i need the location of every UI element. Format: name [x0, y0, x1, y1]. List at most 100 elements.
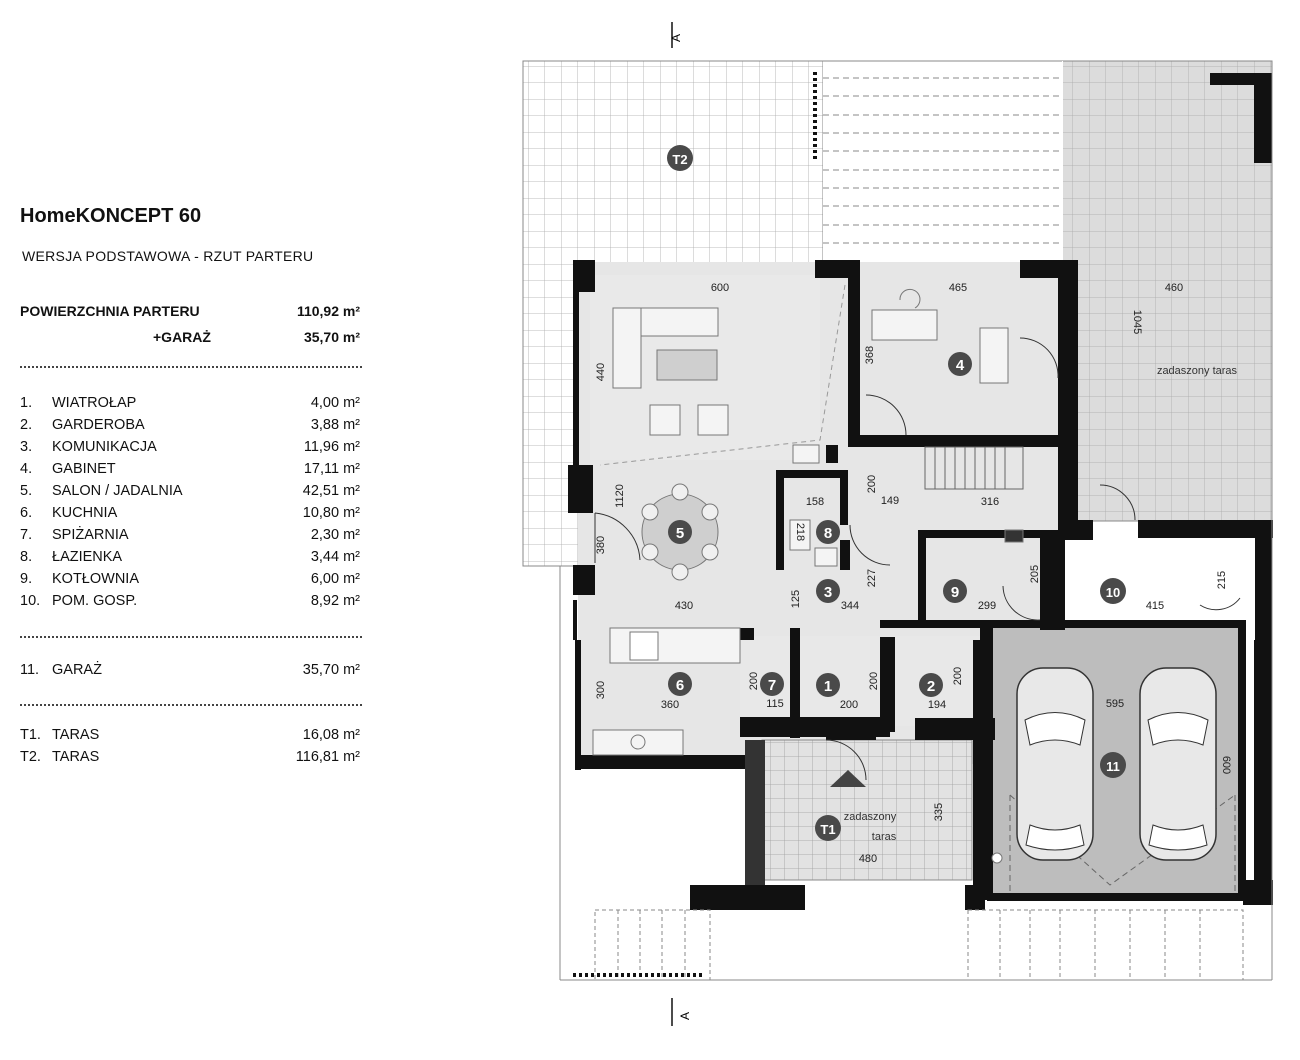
- badge-label: T2: [672, 152, 687, 167]
- dim-label: 149: [881, 495, 899, 507]
- room-number: 5.: [20, 483, 33, 499]
- total-area-row: POWIERZCHNIA PARTERU 110,92 m²: [20, 303, 360, 319]
- covered-terrace-right: [1061, 60, 1273, 522]
- doors: [594, 337, 1241, 781]
- annotation-labels: zadaszony taras zadaszony taras: [844, 365, 1238, 843]
- room-name: GABINET: [52, 461, 116, 477]
- dim-label: 1045: [1131, 310, 1143, 334]
- badge-label: 2: [927, 678, 935, 695]
- terrace-t1-area: [761, 739, 973, 881]
- dim-label: 1120: [614, 484, 626, 508]
- room-badge-8: 8: [816, 520, 840, 544]
- dim-label: 227: [866, 569, 878, 587]
- dim-label: 440: [595, 363, 607, 381]
- section-label-bottom: A: [678, 1012, 692, 1020]
- list-item: 4. GABINET 17,11 m²: [20, 461, 360, 483]
- room-name: KOTŁOWNIA: [52, 571, 140, 587]
- section-marker-top: A: [669, 22, 683, 48]
- room-badge-1: 1: [816, 673, 840, 697]
- divider: [20, 636, 362, 638]
- room-name: GARAŻ: [52, 662, 102, 678]
- room-area: 35,70 m²: [302, 662, 360, 678]
- room-area: 17,11 m²: [303, 461, 360, 477]
- dim-label: 125: [790, 590, 802, 608]
- room-number: 2.: [20, 417, 33, 433]
- room-badge-9: 9: [943, 579, 967, 603]
- dim-label: 595: [1106, 698, 1124, 710]
- room-number: 4.: [20, 461, 33, 477]
- dim-label: 200: [868, 672, 880, 690]
- room-number: 11.: [20, 662, 40, 678]
- covered-terrace-t1-label: zadaszony: [844, 811, 897, 823]
- room-area: 11,96 m²: [303, 439, 360, 455]
- dimension-labels: 600 465 460 1045 440 368 1120 380 200 14…: [595, 282, 1232, 865]
- room-number: 3.: [20, 439, 33, 455]
- dim-label: 600: [1220, 756, 1232, 774]
- dim-label: 215: [1216, 571, 1228, 589]
- badge-label: 8: [824, 525, 832, 542]
- badge-label: 3: [824, 584, 832, 601]
- dim-label: 299: [978, 600, 996, 612]
- dim-label: 460: [1165, 282, 1183, 294]
- dim-label: 115: [766, 698, 784, 710]
- dim-label: 335: [933, 803, 945, 821]
- plan-subtitle: WERSJA PODSTAWOWA - RZUT PARTERU: [22, 248, 314, 264]
- dim-label: 194: [928, 699, 946, 711]
- badge-label: 5: [676, 525, 684, 542]
- room-area: 2,30 m²: [310, 527, 360, 543]
- room-name: GARDEROBA: [52, 417, 145, 433]
- dim-label: 415: [1146, 600, 1164, 612]
- room-area: 42,51 m²: [302, 483, 360, 499]
- covered-terrace-t1-label: taras: [872, 831, 897, 843]
- badge-label: T1: [820, 822, 835, 837]
- room-area: 10,80 m²: [302, 505, 360, 521]
- divider: [20, 704, 362, 706]
- dim-label: 200: [748, 672, 760, 690]
- section-marker-bottom: A: [671, 998, 692, 1026]
- dim-label: 430: [675, 600, 693, 612]
- room-badge-3: 3: [816, 579, 840, 603]
- room-number: T2.: [20, 749, 41, 765]
- room-area: 3,44 m²: [310, 549, 360, 565]
- dim-label: 380: [595, 536, 607, 554]
- badge-label: 9: [951, 584, 959, 601]
- room-number: 8.: [20, 549, 33, 565]
- dim-label: 200: [952, 667, 964, 685]
- total-area-label: POWIERZCHNIA PARTERU: [20, 303, 200, 319]
- staircase: [924, 446, 1024, 490]
- room-number: 7.: [20, 527, 33, 543]
- room-badge-4: 4: [948, 352, 972, 376]
- covered-terrace-label: zadaszony taras: [1157, 365, 1238, 377]
- room-badges: 1 2 3 4 5 6 7 8 9 10 11 T1 T2: [667, 145, 1126, 841]
- dim-label: 158: [806, 496, 824, 508]
- dim-label: 300: [595, 681, 607, 699]
- room-number: T1.: [20, 727, 41, 743]
- room-name: WIATROŁAP: [52, 395, 137, 411]
- room-name: SALON / JADALNIA: [52, 483, 183, 499]
- garage-area-value: 35,70 m²: [303, 329, 360, 345]
- room-area: 116,81 m²: [295, 749, 360, 765]
- room-area: 16,08 m²: [302, 727, 360, 743]
- dim-label: 200: [840, 699, 858, 711]
- entrance-arrow-icon: [830, 770, 866, 787]
- room-badge-6: 6: [668, 672, 692, 696]
- room-badge-11: 11: [1100, 752, 1126, 778]
- room-badge-t1: T1: [815, 815, 841, 841]
- car-left: [1016, 667, 1094, 861]
- total-area-value: 110,92 m²: [296, 303, 360, 319]
- dim-label: 316: [981, 496, 999, 508]
- room-number: 1.: [20, 395, 33, 411]
- dim-label: 344: [841, 600, 859, 612]
- badge-label: 7: [768, 677, 776, 694]
- list-item: 5. SALON / JADALNIA 42,51 m²: [20, 483, 360, 505]
- dim-label: 360: [661, 699, 679, 711]
- floor-plan: A A 600 465 460 1045 440 368 1120 380 20…: [522, 22, 1273, 1026]
- room-number: 10.: [20, 593, 41, 609]
- dim-label: 218: [794, 523, 806, 541]
